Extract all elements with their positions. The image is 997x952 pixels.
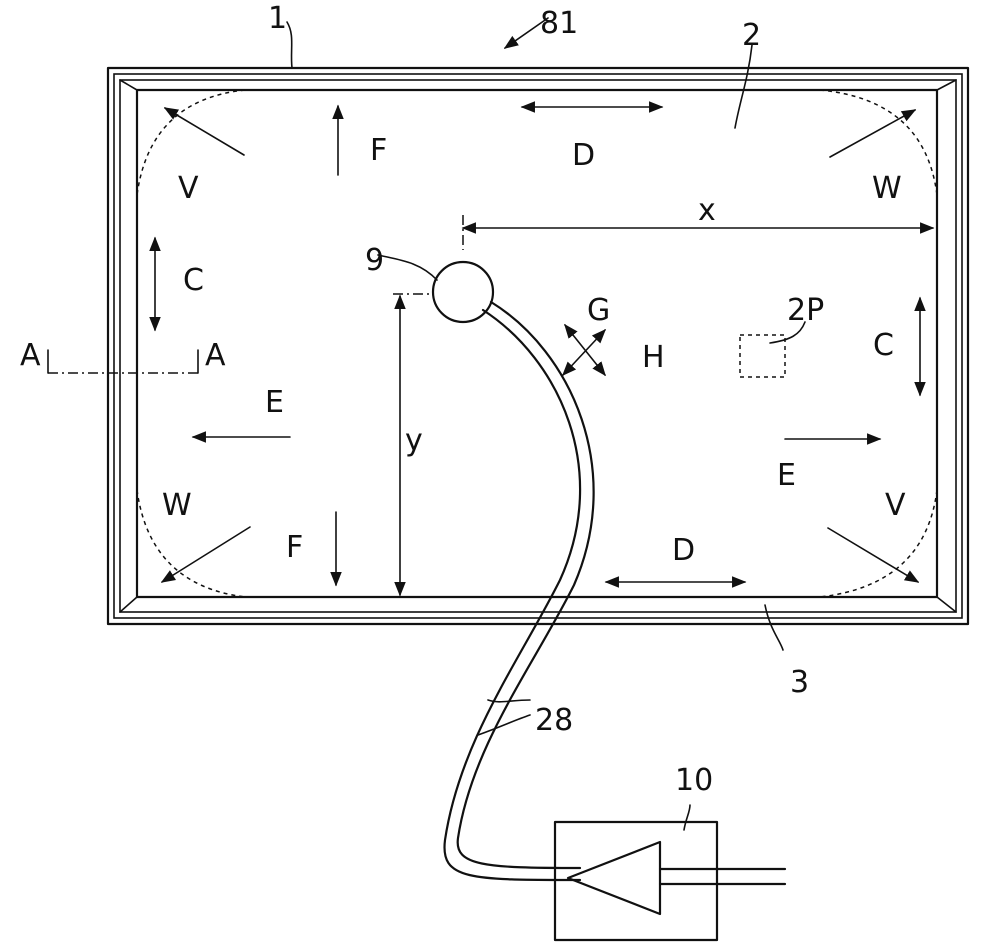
label-arrow-w-bl: W	[162, 488, 192, 523]
corner-regions	[136, 89, 938, 598]
arrow-v-tl	[163, 107, 245, 156]
label-dim-x: x	[698, 193, 716, 228]
section-line	[47, 349, 199, 374]
label-tubes: 28	[535, 703, 573, 738]
arrow-h	[562, 328, 606, 377]
label-arrow-f-top: F	[370, 133, 387, 168]
motion-arrows	[149, 101, 926, 588]
label-arrow-e-right: E	[777, 458, 796, 493]
leader-lines	[286, 17, 806, 831]
dimension-x	[461, 215, 935, 250]
label-section-left: A	[20, 338, 41, 373]
label-section-right: A	[205, 338, 226, 373]
unit-box	[553, 820, 787, 942]
label-arrow-v-br: V	[885, 488, 906, 523]
label-arrow-h: H	[642, 340, 665, 375]
dimension-y	[393, 293, 430, 597]
label-arrow-f-bot: F	[286, 530, 303, 565]
label-arrow-v-tl: V	[178, 171, 199, 206]
labels: 1 81 2 9 2P x y A A 28 10 3 V F D W C C …	[20, 1, 906, 798]
label-arrow-w-tr: W	[872, 171, 902, 206]
label-arrow-c-right: C	[873, 328, 894, 363]
label-device: 81	[540, 6, 578, 41]
label-arrow-c-left: C	[183, 263, 204, 298]
point-2p-marker	[739, 334, 786, 378]
arrow-v-br	[827, 527, 920, 583]
label-arrow-d-bot: D	[672, 533, 695, 568]
label-dim-y: y	[405, 423, 423, 458]
label-arrow-g: G	[587, 293, 610, 328]
label-panel: 2	[742, 18, 761, 53]
arrow-w-tr	[829, 109, 917, 158]
label-point: 2P	[787, 293, 824, 328]
sensor	[431, 260, 495, 324]
arrow-w-bl	[160, 526, 251, 583]
label-unit: 10	[675, 763, 713, 798]
label-arrow-e-left: E	[265, 385, 284, 420]
label-bottom-strip: 3	[790, 665, 809, 700]
label-arrow-d-top: D	[572, 138, 595, 173]
frame	[106, 66, 970, 626]
label-frame: 1	[268, 1, 287, 36]
label-sensor: 9	[365, 243, 384, 278]
tubes	[443, 300, 595, 882]
